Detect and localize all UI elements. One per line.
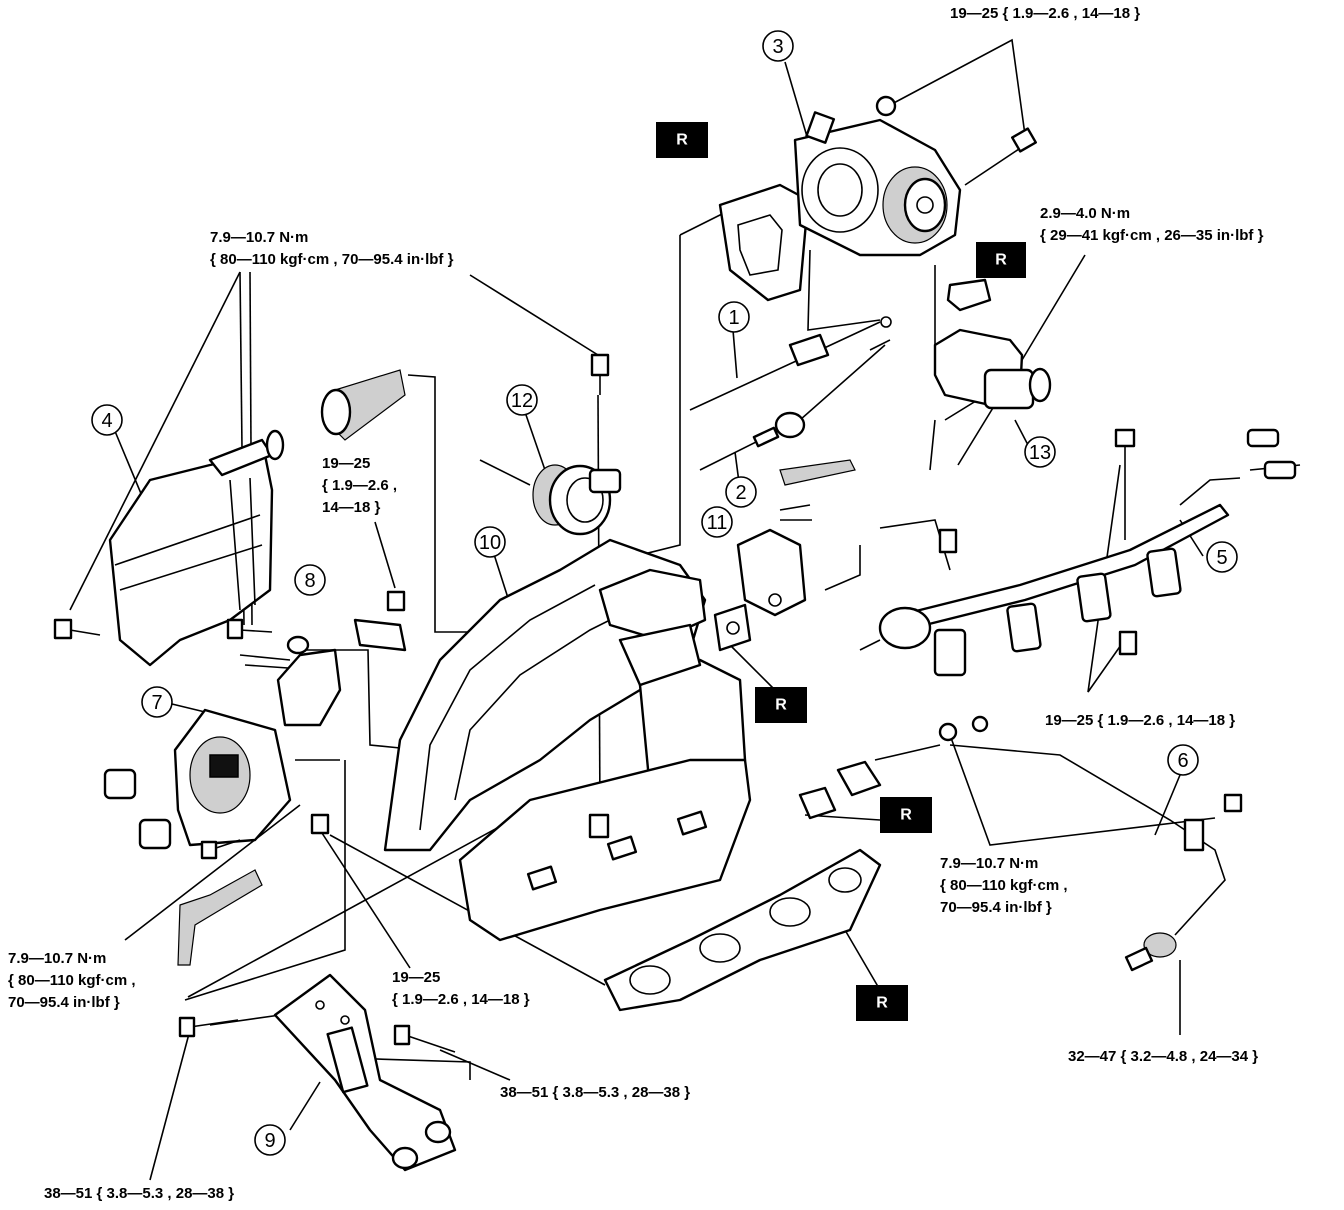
callout-6: 6	[1167, 744, 1199, 776]
torque-spec-manifold: 19—25 { 1.9—2.6 , 14—18 }	[392, 969, 530, 1008]
manifold-stud-bolt-icon	[590, 353, 610, 395]
part-1-accelerator-cable	[689, 316, 892, 411]
torque-spec-pipe: 7.9—10.7 N·m { 80—110 kgf·cm , 70—95.4 i…	[940, 855, 1068, 916]
part-number-11: 11	[707, 512, 728, 534]
torque-spec-line: { 80—110 kgf·cm ,	[8, 972, 136, 989]
part-number-4: 4	[101, 410, 112, 432]
callout-10: 10	[474, 526, 506, 558]
replace-marker-solenoid-gasket: R	[976, 242, 1026, 278]
intake-manifold-gasket	[603, 848, 882, 1012]
callout-12: 12	[506, 384, 538, 416]
part-number-13: 13	[1029, 442, 1051, 464]
replace-marker-egr-gasket: R	[755, 687, 807, 723]
callout-9: 9	[254, 1124, 286, 1156]
part-number-3: 3	[772, 36, 783, 58]
part-4-resonance-chamber	[53, 429, 285, 667]
part-12-valve	[479, 459, 622, 536]
torque-spec-pipe-nut: 32—47 { 3.2—4.8 , 24—34 }	[1068, 1048, 1258, 1065]
part-8-sensor	[239, 635, 342, 727]
part-number-8: 8	[304, 570, 315, 592]
replace-marker-throttle-gasket: R	[656, 122, 708, 158]
torque-7-bolt-icon	[310, 813, 330, 835]
part-7-sensor-bracket	[103, 708, 292, 860]
torque-spec-throttle-body: 19—25 { 1.9—2.6 , 14—18 }	[950, 5, 1140, 22]
air-hose	[320, 369, 406, 441]
callout-13: 13	[1024, 436, 1056, 468]
callout-8: 8	[294, 564, 326, 596]
callout-3: 3	[762, 30, 794, 62]
replace-marker-label: R	[900, 807, 912, 824]
callout-11: 11	[701, 506, 733, 538]
torque-spec-solenoid: 2.9—4.0 N·m { 29—41 kgf·cm , 26—35 in·lb…	[1040, 205, 1264, 244]
chamber-bolt-left-icon	[53, 618, 101, 640]
part-6-pipe	[874, 715, 1243, 972]
part-10-intake-manifold	[383, 538, 752, 942]
torque-spec-line: 7.9—10.7 N·m	[8, 950, 106, 967]
callout-2: 2	[725, 476, 757, 508]
part-13-solenoid-valve	[929, 278, 1052, 471]
torque-spec-bracket-left: 38—51 { 3.8—5.3 , 28—38 }	[44, 1185, 234, 1202]
part-number-2: 2	[735, 482, 746, 504]
part-9-bracket	[178, 973, 457, 1172]
replace-marker-label: R	[676, 132, 688, 149]
torque-spec-line: { 29—41 kgf·cm , 26—35 in·lbf }	[1040, 227, 1264, 244]
part-3-throttle-body	[718, 95, 1037, 302]
callout-1: 1	[718, 301, 750, 333]
torque-spec-fuel-rail: 19—25 { 1.9—2.6 , 14—18 }	[1045, 712, 1235, 729]
torque-spec-line: { 1.9—2.6 ,	[322, 477, 397, 494]
part-number-12: 12	[511, 390, 533, 412]
torque-spec-line: 19—25	[392, 969, 440, 986]
callout-5: 5	[1206, 541, 1238, 573]
torque-spec-sensor-bracket: 7.9—10.7 N·m { 80—110 kgf·cm , 70—95.4 i…	[8, 950, 136, 1011]
throttle-body-nut-icon	[875, 95, 897, 117]
torque-spec-bracket-right: 38—51 { 3.8—5.3 , 28—38 }	[500, 1084, 690, 1101]
torque-spec-line: 19—25 { 1.9—2.6 , 14—18 }	[1045, 712, 1235, 729]
part-number-1: 1	[728, 307, 739, 329]
torque-spec-bracket-nut: 19—25 { 1.9—2.6 , 14—18 }	[322, 455, 397, 516]
torque-spec-line: 19—25 { 1.9—2.6 , 14—18 }	[950, 5, 1140, 22]
replace-marker-intake-gasket: R	[856, 985, 908, 1021]
torque-spec-line: 32—47 { 3.2—4.8 , 24—34 }	[1068, 1048, 1258, 1065]
torque-spec-line: 70—95.4 in·lbf }	[940, 899, 1052, 916]
pipe-gasket	[798, 760, 882, 820]
throttle-body-bolt-icon	[964, 127, 1037, 186]
torque-spec-line: 38—51 { 3.8—5.3 , 28—38 }	[500, 1084, 690, 1101]
chamber-bolt-right-icon	[226, 618, 273, 640]
torque-spec-line: 19—25	[322, 455, 370, 472]
torque-spec-line: 70—95.4 in·lbf }	[8, 994, 120, 1011]
part-number-6: 6	[1177, 750, 1188, 772]
torque-spec-line: { 80—110 kgf·cm ,	[940, 877, 1068, 894]
replace-marker-label: R	[995, 252, 1007, 269]
bracket-bolt-right-icon	[393, 1024, 456, 1053]
replace-marker-label: R	[876, 995, 888, 1012]
torque-8-nut-icon	[386, 590, 406, 612]
torque-spec-line: 7.9—10.7 N·m	[210, 229, 308, 246]
torque-spec-line: 14—18 }	[322, 499, 381, 516]
replace-marker-pipe-gasket: R	[880, 797, 932, 833]
callout-7: 7	[141, 686, 173, 718]
torque-spec-resonance-chamber: 7.9—10.7 N·m { 80—110 kgf·cm , 70—95.4 i…	[210, 229, 454, 268]
torque-spec-line: { 80—110 kgf·cm , 70—95.4 in·lbf }	[210, 251, 454, 268]
part-5-fuel-rail	[859, 428, 1301, 677]
lower-hose	[177, 869, 263, 966]
callout-4: 4	[91, 404, 123, 436]
part-number-9: 9	[264, 1130, 275, 1152]
part-number-5: 5	[1216, 547, 1227, 569]
part-number-10: 10	[479, 532, 501, 554]
part-number-7: 7	[151, 692, 162, 714]
torque-spec-line: 2.9—4.0 N·m	[1040, 205, 1130, 222]
manifold-bolt-icon	[588, 813, 610, 839]
torque-spec-line: { 1.9—2.6 , 14—18 }	[392, 991, 530, 1008]
replace-marker-label: R	[775, 697, 787, 714]
part-7-bolt-icon	[200, 839, 241, 860]
bracket-bolt-left-icon	[178, 1016, 239, 1038]
part-8-bracket	[353, 618, 407, 652]
torque-spec-line: 7.9—10.7 N·m	[940, 855, 1038, 872]
part-11-egr-valve	[736, 459, 856, 617]
part-2-cable	[699, 344, 886, 471]
egr-gasket	[713, 603, 752, 652]
torque-spec-line: 38—51 { 3.8—5.3 , 28—38 }	[44, 1185, 234, 1202]
